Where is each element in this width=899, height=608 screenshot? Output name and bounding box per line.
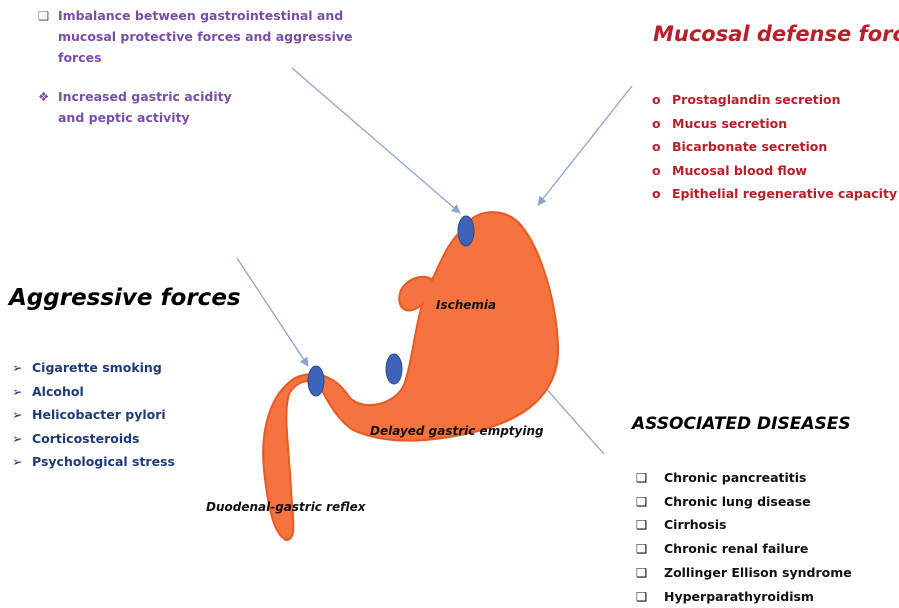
lesion-spot-middle [386, 354, 402, 384]
lesion-spot-duodenum [308, 366, 324, 396]
arrow-aggressive-to-stomach [237, 258, 308, 366]
stomach-shape [263, 212, 558, 540]
arrow-imbalance-to-stomach [292, 68, 460, 213]
ischemia-label: Ischemia [436, 298, 496, 312]
duodenal-reflex-label: Duodenal-gastric reflex [206, 500, 365, 514]
lesion-spot-top [458, 216, 474, 246]
arrow-defense-to-stomach [538, 86, 632, 205]
delayed-emptying-label: Delayed gastric emptying [370, 424, 544, 438]
